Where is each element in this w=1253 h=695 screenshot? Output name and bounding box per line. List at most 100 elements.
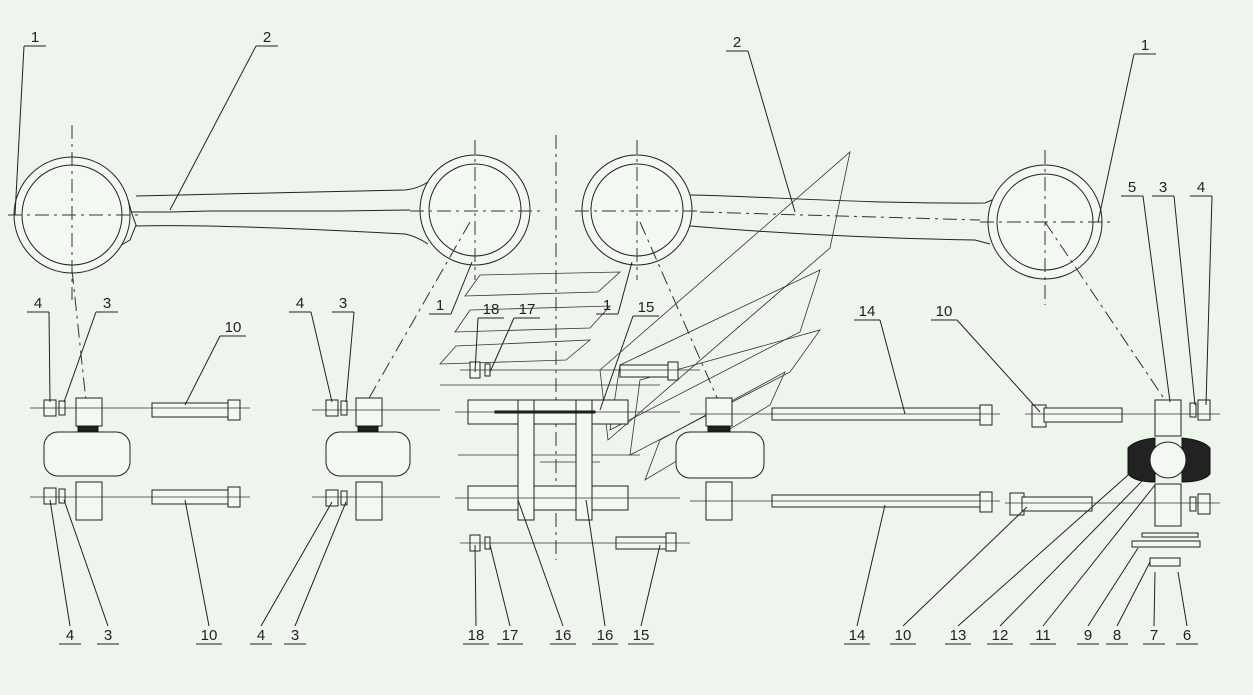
callout-9: 9 [1077,547,1139,645]
callout-label: 3 [339,295,347,312]
callout-label: 2 [263,29,271,46]
callout-label: 15 [633,627,650,644]
callout-leader [957,467,1137,627]
callout-label: 4 [1197,179,1205,196]
callout-leader [184,335,221,406]
callout-leader [63,499,109,627]
callout-label: 3 [104,627,112,644]
callout-10: 10 [184,319,246,406]
callout-leader [1087,547,1139,627]
callout-label: 13 [950,627,967,644]
callout-label: 16 [555,627,572,644]
callout-label: 1 [603,297,611,314]
callout-leader [517,499,564,627]
callout-3: 3 [1152,179,1196,406]
callout-label: 7 [1150,627,1158,644]
callout-leader [1116,561,1151,627]
callout-leader [747,50,796,213]
callout-1: 1 [596,261,633,315]
callout-label: 5 [1128,179,1136,196]
callout-18: 18 [474,301,504,373]
callout-label: 3 [1159,179,1167,196]
callout-label: 8 [1113,627,1121,644]
callout-17: 17 [489,544,523,645]
callout-2: 2 [169,29,278,211]
callout-leader [310,311,333,403]
callout-11: 11 [1030,484,1156,645]
joint-assembly-right [1005,399,1220,567]
callout-leader [617,261,633,315]
callout-leader [902,506,1028,627]
center-brackets [455,361,700,552]
callout-17: 17 [489,301,540,373]
callout-3: 3 [63,499,119,645]
callout-leader [474,544,477,627]
joint-assembly-middle-right [675,397,1000,521]
callout-leader [49,499,71,627]
callout-leader [956,319,1041,413]
callout-leader [1142,195,1171,403]
callout-14: 14 [844,504,886,645]
callout-label: 10 [936,303,953,320]
callout-10: 10 [184,499,222,645]
callout-3: 3 [284,501,347,645]
callout-leader [1173,195,1196,406]
callout-4: 4 [250,501,333,645]
callout-leader [1153,571,1156,627]
callout-leader [450,261,473,315]
callout-leader [489,317,515,373]
callout-leader [1205,195,1213,406]
callout-16: 16 [585,499,618,645]
callout-label: 4 [66,627,74,644]
callout-label: 12 [992,627,1009,644]
callout-6: 6 [1176,571,1198,645]
joint-assembly-left [30,397,250,521]
callout-leader [856,504,886,627]
callout-10: 10 [931,303,1041,413]
callout-label: 4 [296,295,304,312]
callout-leader [999,474,1149,627]
callout-label: 6 [1183,627,1191,644]
callout-label: 3 [103,295,111,312]
callout-label: 1 [436,297,444,314]
callout-leader [294,501,347,627]
callout-12: 12 [987,474,1149,645]
callout-15: 15 [628,544,661,645]
callout-label: 4 [34,295,42,312]
callout-1: 1 [1097,37,1156,223]
callout-2: 2 [726,34,796,213]
callout-4: 4 [1190,179,1213,406]
callout-leader [345,311,355,403]
callout-leader [474,317,479,373]
callout-18: 18 [463,544,489,645]
callout-leader [63,311,97,403]
callout-label: 1 [31,29,39,46]
callout-label: 10 [225,319,242,336]
callout-5: 5 [1121,179,1171,403]
callout-leader [1097,53,1135,223]
tie-rod-left [13,154,531,274]
callout-label: 4 [257,627,265,644]
callout-leader [879,319,906,415]
callout-leader [1042,484,1156,627]
callout-label: 17 [502,627,519,644]
callout-label: 17 [519,301,536,318]
callout-leader [184,499,210,627]
callout-label: 14 [859,303,876,320]
callout-1: 1 [429,261,473,315]
callout-label: 9 [1084,627,1092,644]
callout-label: 10 [895,627,912,644]
callout-leader [599,315,634,411]
callout-7: 7 [1143,571,1165,645]
callout-label: 16 [597,627,614,644]
joint-assembly-middle-left [312,397,440,521]
callout-label: 18 [468,627,485,644]
callout-leader [14,45,25,216]
callout-leader [640,544,661,627]
callout-leader [48,311,51,403]
assembly-lines [71,221,1166,421]
callout-label: 14 [849,627,866,644]
callout-4: 4 [27,295,51,403]
